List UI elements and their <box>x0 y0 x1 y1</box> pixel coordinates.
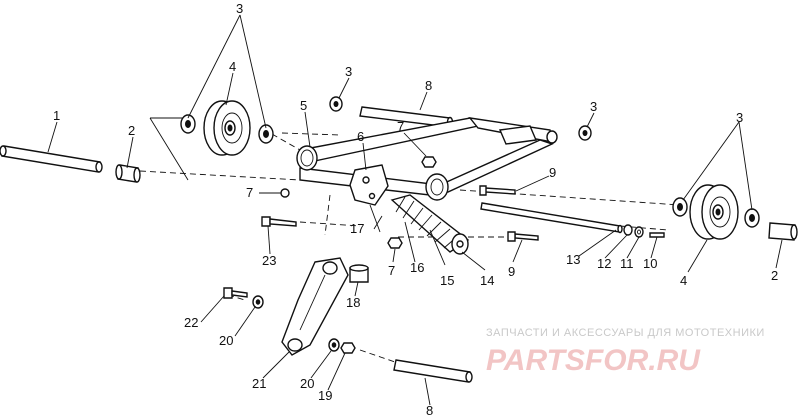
callout-16: 16 <box>410 260 424 275</box>
callout-14: 14 <box>480 273 494 288</box>
shock-mount-plate <box>369 204 381 233</box>
callout-15: 15 <box>440 273 454 288</box>
callout-9-lower: 9 <box>508 264 515 279</box>
callout-8-upper: 8 <box>425 78 432 93</box>
callout-3-upper: 3 <box>345 64 352 79</box>
nut-19 <box>340 342 356 354</box>
callout-9-upper: 9 <box>549 165 556 180</box>
callout-1: 1 <box>53 108 60 123</box>
callout-10: 10 <box>643 256 657 271</box>
shaft-right <box>480 202 623 234</box>
shock-spring <box>390 194 470 255</box>
callout-17: 17 <box>350 221 364 236</box>
callout-7-left: 7 <box>246 185 253 200</box>
callout-22: 22 <box>184 315 198 330</box>
washer-right-a <box>672 197 688 217</box>
washer-20-lower <box>328 338 340 352</box>
watermark: ЗАПЧАСТИ И АКСЕССУАРЫ ДЛЯ МОТОТЕХНИКИ PA… <box>486 327 765 377</box>
watermark-brand: PARTSFOR.RU <box>486 344 701 377</box>
callout-7-upper: 7 <box>397 119 404 134</box>
callout-20-left: 20 <box>219 333 233 348</box>
callout-6: 6 <box>357 129 364 144</box>
callout-3-right: 3 <box>736 110 743 125</box>
washer-12 <box>623 224 633 236</box>
callout-20-lower: 20 <box>300 376 314 391</box>
bolt-10 <box>649 232 665 238</box>
shaft-lower <box>393 359 473 383</box>
callout-21: 21 <box>252 376 266 391</box>
washer-11 <box>634 226 644 238</box>
bolt-upper-right <box>479 185 516 196</box>
callout-13: 13 <box>566 252 580 267</box>
shaft-left <box>0 145 103 173</box>
callout-5: 5 <box>300 98 307 113</box>
link-arm <box>281 257 349 356</box>
nut-lower <box>387 237 403 249</box>
callout-8-lower: 8 <box>426 403 433 418</box>
bolt-lower-right <box>507 231 539 242</box>
idler-wheel-left <box>203 100 251 156</box>
washer-right-b <box>744 208 760 228</box>
callout-4-left: 4 <box>229 59 236 74</box>
washer-left-a <box>180 114 196 134</box>
callout-3-left: 3 <box>236 1 243 16</box>
washer-upper <box>329 96 343 112</box>
watermark-subtitle: ЗАПЧАСТИ И АКСЕССУАРЫ ДЛЯ МОТОТЕХНИКИ <box>486 327 765 339</box>
callout-11: 11 <box>620 256 634 271</box>
washer-left-b <box>258 124 274 144</box>
washer-20-upper <box>252 295 264 309</box>
callout-2-left: 2 <box>128 123 135 138</box>
callout-12: 12 <box>597 256 611 271</box>
assembly-axis-lines <box>139 132 681 363</box>
callout-23: 23 <box>262 253 276 268</box>
idler-bracket-left <box>149 117 189 181</box>
nut-upper <box>421 156 437 168</box>
bushing-18 <box>349 264 369 283</box>
callout-18: 18 <box>346 295 360 310</box>
callout-4-right: 4 <box>680 273 687 288</box>
callout-3-right-upper: 3 <box>590 99 597 114</box>
bolt-22 <box>223 287 248 299</box>
spacer-left <box>115 164 141 183</box>
callout-labels: 1 2 3 4 3 5 8 6 7 3 3 9 7 17 16 15 14 7 … <box>53 1 778 418</box>
bracket-plate <box>349 164 389 206</box>
leader-lines <box>47 14 783 406</box>
washer-right-upper <box>578 125 592 141</box>
callout-7-lower: 7 <box>388 263 395 278</box>
callout-2-right: 2 <box>771 268 778 283</box>
nut-left <box>280 188 290 198</box>
idler-wheel-right <box>689 184 739 240</box>
callout-19: 19 <box>318 388 332 403</box>
spacer-right <box>768 222 798 241</box>
bolt-23 <box>261 216 297 227</box>
